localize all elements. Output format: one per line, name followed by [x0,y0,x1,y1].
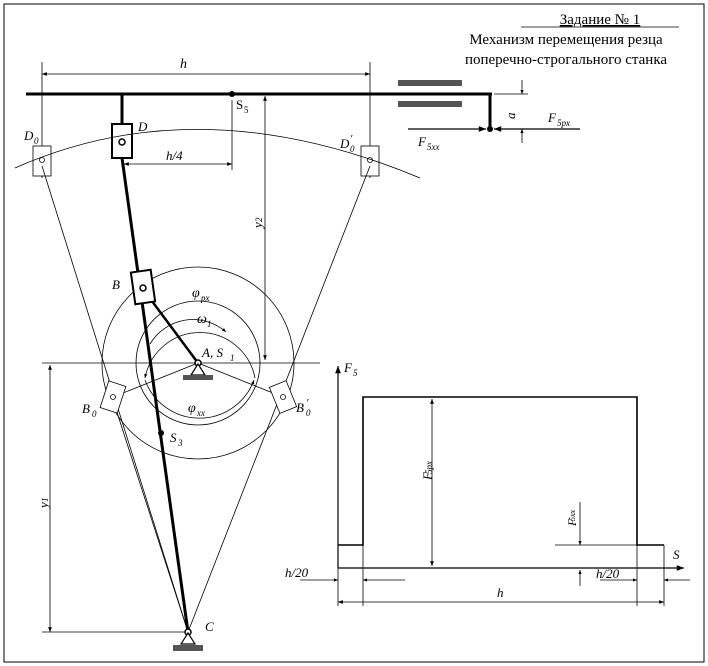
label-f5px-chart: F [420,471,435,481]
svg-text:5xx: 5xx [568,509,577,521]
svg-text:0: 0 [92,409,97,419]
point-s5 [229,91,235,97]
svg-text:′: ′ [350,133,353,145]
frame-border [3,3,705,663]
svg-text:1: 1 [207,319,212,329]
svg-text:2: 2 [254,217,264,222]
label-h-bottom: h [497,585,504,600]
label-h4: h/4 [166,148,183,163]
ground-c [173,645,203,651]
title-line1: Задание № 1 [560,12,641,28]
svg-text:5px: 5px [557,118,570,128]
svg-text:0: 0 [34,136,39,146]
label-s5: S [236,97,243,112]
svg-text:5: 5 [353,368,358,378]
label-d: D [137,119,148,134]
label-h-top: h [180,57,187,72]
svg-text:1: 1 [230,353,235,363]
svg-text:1: 1 [40,498,50,503]
svg-text:3: 3 [177,438,183,448]
label-a-s1: A, S [201,345,223,360]
label-omega: ω [197,312,207,327]
label-h20-right: h/20 [596,566,620,581]
label-b: B [112,277,120,292]
label-d0: D [23,128,34,143]
arc-d-trajectory [14,128,421,179]
svg-text:5xx: 5xx [427,142,440,152]
label-f5xx: F [417,134,427,149]
axis-label-f5: F [343,360,353,375]
label-s3: S [170,430,177,445]
label-phi-px: φ [192,286,200,301]
svg-text:px: px [200,293,210,303]
series-f5-curve [338,396,664,546]
title-line3: поперечно-строгального станка [465,52,667,68]
point-s3 [158,430,164,436]
svg-text:0: 0 [350,144,355,154]
label-h20-left: h/20 [285,565,309,580]
dimension-h-top: h [41,57,371,178]
rocker-cd [120,157,190,633]
svg-text:xx: xx [196,408,205,418]
label-y1: y [36,502,51,510]
svg-text:5px: 5px [424,461,434,474]
crank-circle-outer [101,266,295,460]
svg-text:0: 0 [306,408,311,418]
guide-lower [398,101,462,107]
label-f5px: F [547,110,557,125]
guide-upper [398,80,462,86]
arc-phi-px [144,332,256,379]
label-b0-prime: B [296,400,304,415]
title-line2: Механизм перемещения резца [469,32,663,48]
label-phi-xx: φ [188,401,196,416]
svg-text:5: 5 [244,105,249,115]
axis-label-s: S [673,547,680,562]
label-d0-prime: D [339,136,350,151]
label-y2: y [250,222,265,230]
svg-text:′: ′ [306,397,309,409]
ground-a [183,375,213,380]
force-chart: F 5 S F 5px F 5xx h/20 h/20 h [285,360,690,606]
label-f5xx-chart: F [565,518,579,527]
label-a: a [503,112,518,119]
label-b0: B [82,401,90,416]
arc-omega [149,319,227,345]
label-c: C [205,619,214,634]
crank-circle-inner [135,300,261,426]
